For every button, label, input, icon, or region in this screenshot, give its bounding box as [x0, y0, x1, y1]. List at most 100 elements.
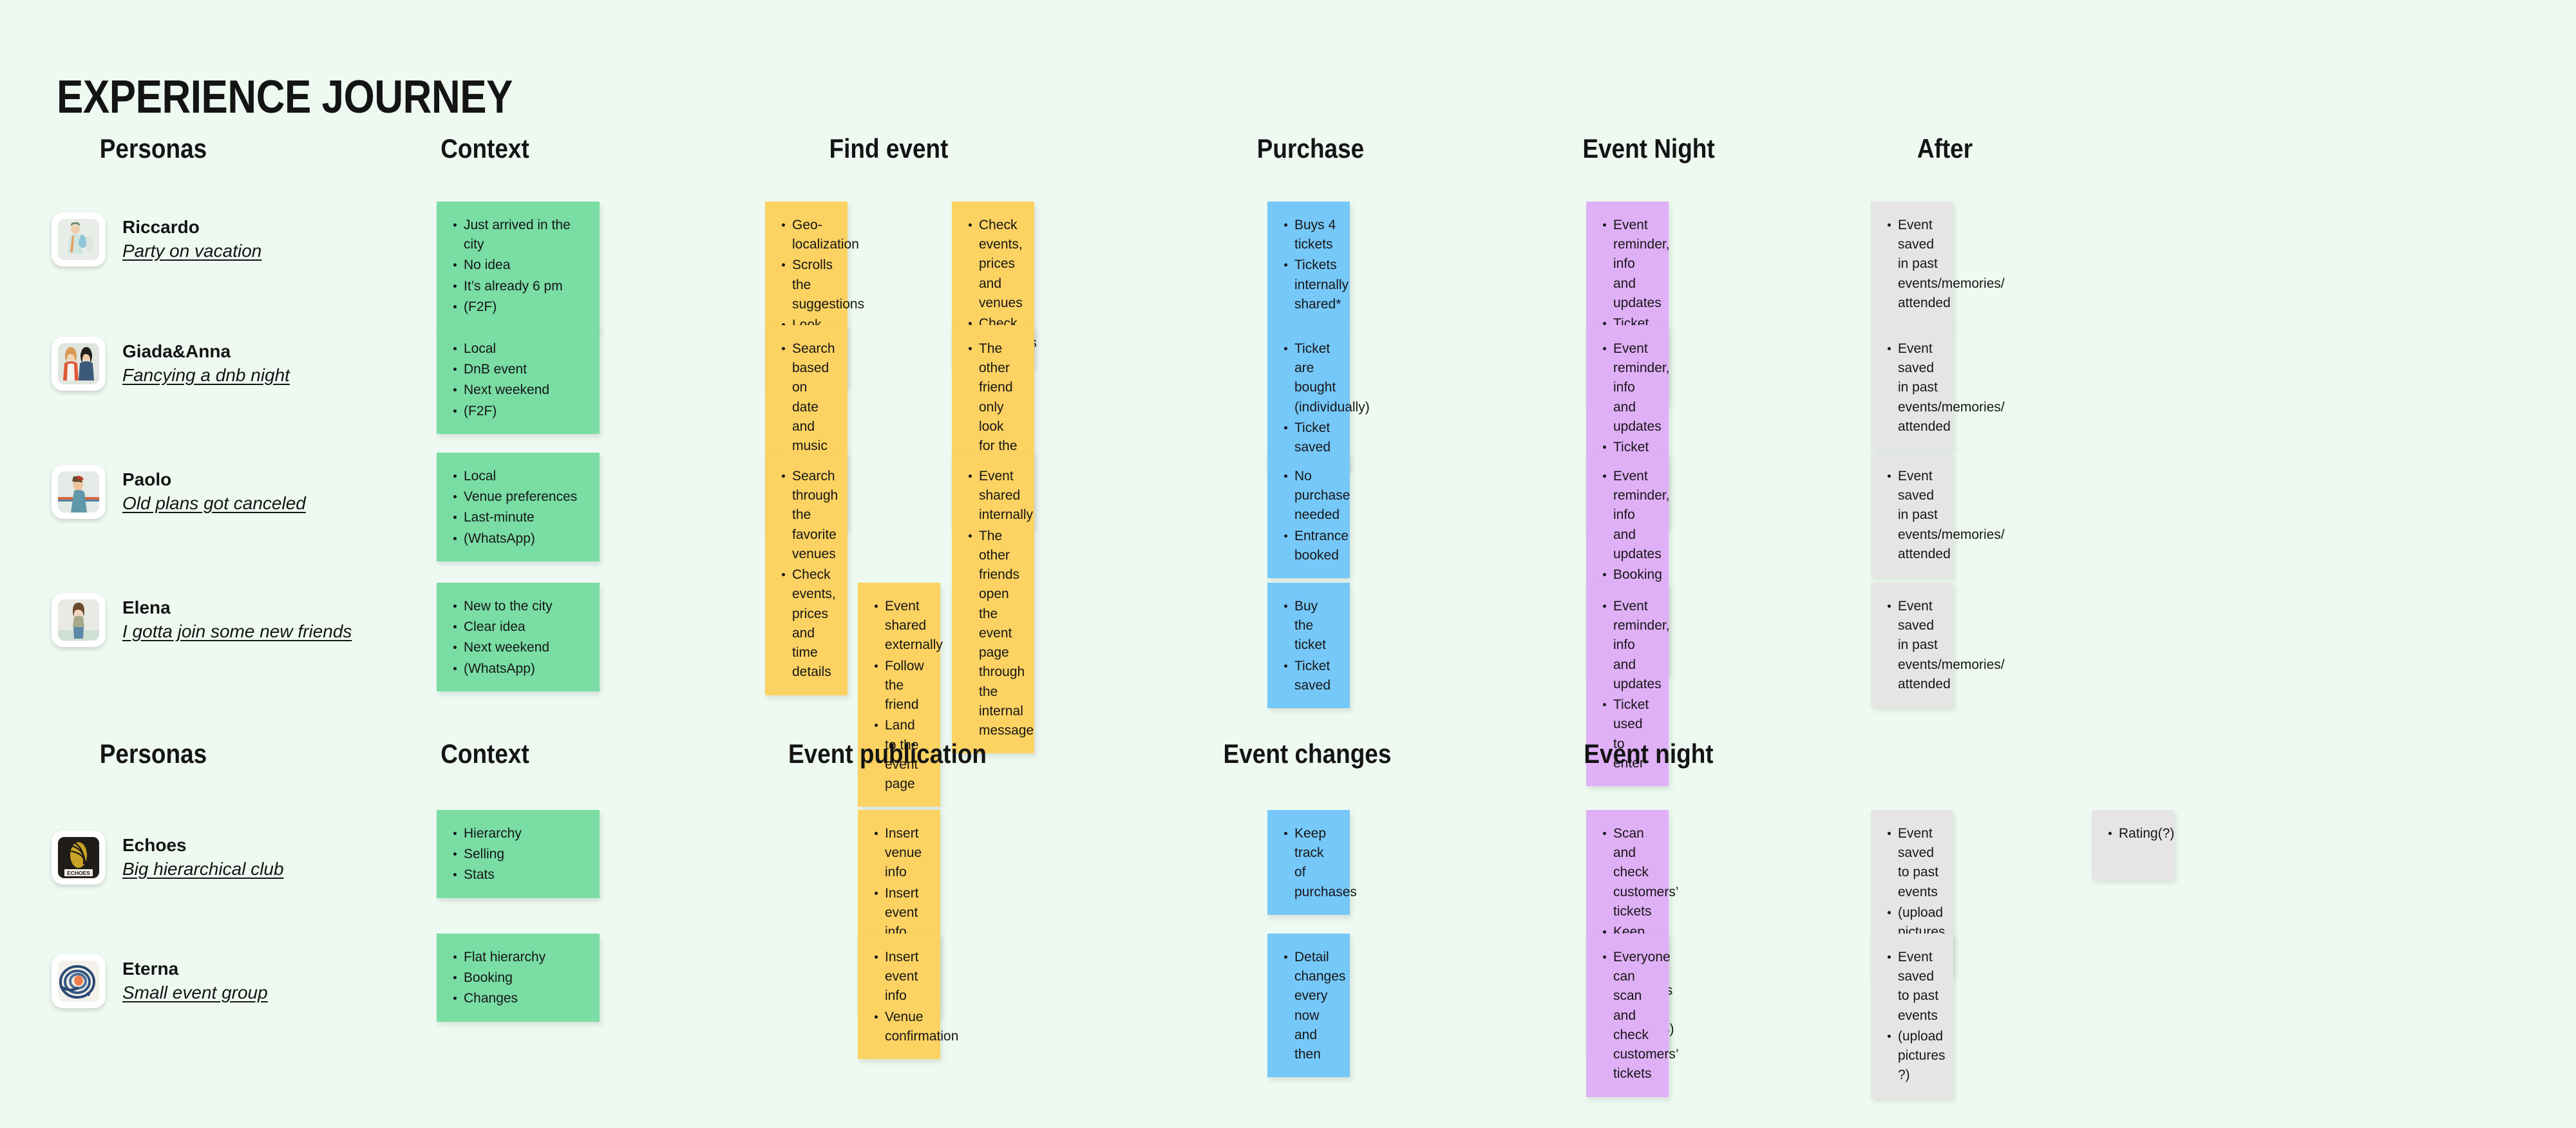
- persona-name: Paolo: [122, 469, 172, 489]
- avatar-echoes-image: ECHOES: [58, 837, 99, 878]
- note-bullet: Event saved to past events: [1884, 948, 1940, 1026]
- note-bullet: Follow the friend: [871, 657, 927, 715]
- sticky-note[interactable]: Event saved in past events/memories/ att…: [1871, 583, 2005, 708]
- note-bullet: Keep track of purchases: [1280, 824, 1357, 902]
- note-bullet: Event reminder, info and updates: [1599, 339, 1670, 437]
- note-bullet: Ticket saved: [1280, 657, 1337, 695]
- note-bullet: Event reminder, info and updates: [1599, 597, 1670, 694]
- note-bullet: Event shared externally: [871, 597, 943, 655]
- note-bullet: Ticket are bought (individually): [1280, 339, 1370, 417]
- persona-name: Riccardo: [122, 217, 200, 237]
- sticky-note[interactable]: Event saved in past events/memories/ att…: [1871, 453, 2005, 578]
- note-bullet: Event reminder, info and updates: [1599, 467, 1670, 564]
- note-bullet: Local: [450, 339, 587, 359]
- sticky-note[interactable]: Detail changes every now and then: [1267, 934, 1350, 1078]
- sticky-note[interactable]: Everyone can scan and check customers’ t…: [1586, 934, 1678, 1097]
- note-bullet: Scan and check customers’ tickets: [1599, 824, 1678, 921]
- note-bullet: Insert event info: [871, 948, 927, 1006]
- column-header-personas: Personas: [99, 738, 207, 769]
- note-bullet: Insert venue info: [871, 824, 927, 883]
- sticky-note[interactable]: Rating(?): [2092, 810, 2174, 879]
- note-bullet: The other friends open the event page th…: [965, 527, 1034, 741]
- avatar-giada-anna-image: [58, 343, 99, 384]
- page-title: EXPERIENCE JOURNEY: [57, 71, 513, 124]
- column-header-after: After: [1917, 133, 1973, 164]
- avatar-riccardo: [52, 212, 106, 267]
- persona-name: Giada&Anna: [122, 341, 231, 361]
- column-header-context: Context: [440, 738, 529, 769]
- persona-tagline: Party on vacation: [122, 240, 262, 261]
- note-bullet: Event saved in past events/memories/ att…: [1884, 597, 2005, 694]
- avatar-paolo: [52, 465, 106, 519]
- sticky-note[interactable]: Event saved in past events/memories/ att…: [1871, 202, 2005, 326]
- note-bullet: Event shared internally: [965, 467, 1033, 525]
- note-bullet: Last-minute: [450, 508, 587, 527]
- persona-tagline: Old plans got canceled: [122, 493, 306, 513]
- note-bullet: New to the city: [450, 597, 587, 616]
- column-header-personas: Personas: [99, 133, 207, 164]
- note-bullet: Venue confirmation: [871, 1008, 958, 1046]
- sticky-note[interactable]: Keep track of purchases: [1267, 810, 1357, 915]
- note-bullet: Everyone can scan and check customers’ t…: [1599, 948, 1678, 1084]
- avatar-elena-image: [58, 599, 99, 641]
- column-header-context: Context: [440, 133, 529, 164]
- note-bullet: DnB event: [450, 360, 587, 379]
- note-bullet: (WhatsApp): [450, 659, 587, 679]
- note-bullet: Event saved in past events/memories/ att…: [1884, 467, 2005, 564]
- note-bullet: Geo-localization: [778, 216, 859, 254]
- persona-tagline: Fancying a dnb night: [122, 364, 290, 385]
- note-bullet: Buy the ticket: [1280, 597, 1337, 655]
- column-header-event-publication: Event publication: [788, 738, 987, 769]
- avatar-giada-anna: [52, 337, 106, 391]
- persona-name: Echoes: [122, 835, 187, 855]
- note-bullet: Ticket saved: [1280, 418, 1337, 457]
- sticky-note[interactable]: Event saved to past events(upload pictur…: [1871, 934, 1953, 1098]
- note-bullet: Just arrived in the city: [450, 216, 587, 254]
- note-bullet: Ticket used to enter: [1599, 695, 1656, 773]
- note-bullet: Selling: [450, 845, 587, 864]
- note-bullet: Buys 4 tickets: [1280, 216, 1337, 254]
- note-bullet: Rating(?): [2105, 824, 2174, 843]
- note-bullet: Hierarchy: [450, 824, 587, 843]
- note-bullet: Booking: [450, 968, 587, 988]
- persona-tagline: Big hierarchical club: [122, 858, 284, 879]
- note-bullet: Tickets internally shared*: [1280, 256, 1349, 314]
- note-bullet: Event saved in past events/memories/ att…: [1884, 216, 2005, 313]
- sticky-note[interactable]: Ticket are bought (individually)Ticket s…: [1267, 325, 1370, 471]
- note-bullet: It’s already 6 pm: [450, 277, 587, 296]
- avatar-riccardo-image: [58, 219, 99, 260]
- note-bullet: Event reminder, info and updates: [1599, 216, 1670, 313]
- avatar-eterna-image: [58, 961, 99, 1002]
- note-bullet: Stats: [450, 865, 587, 885]
- note-bullet: Detail changes every now and then: [1280, 948, 1345, 1064]
- persona-name: Eterna: [122, 959, 179, 979]
- note-bullet: Flat hierarchy: [450, 948, 587, 967]
- sticky-note[interactable]: Event saved in past events/memories/ att…: [1871, 325, 2005, 450]
- note-bullet: Local: [450, 467, 587, 486]
- note-bullet: Scrolls the suggestions: [778, 256, 864, 314]
- note-bullet: Event saved in past events/memories/ att…: [1884, 339, 2005, 437]
- note-bullet: Insert event info: [871, 884, 927, 943]
- note-bullet: Next weekend: [450, 381, 587, 400]
- note-bullet: Search through the favorite venues: [778, 467, 838, 564]
